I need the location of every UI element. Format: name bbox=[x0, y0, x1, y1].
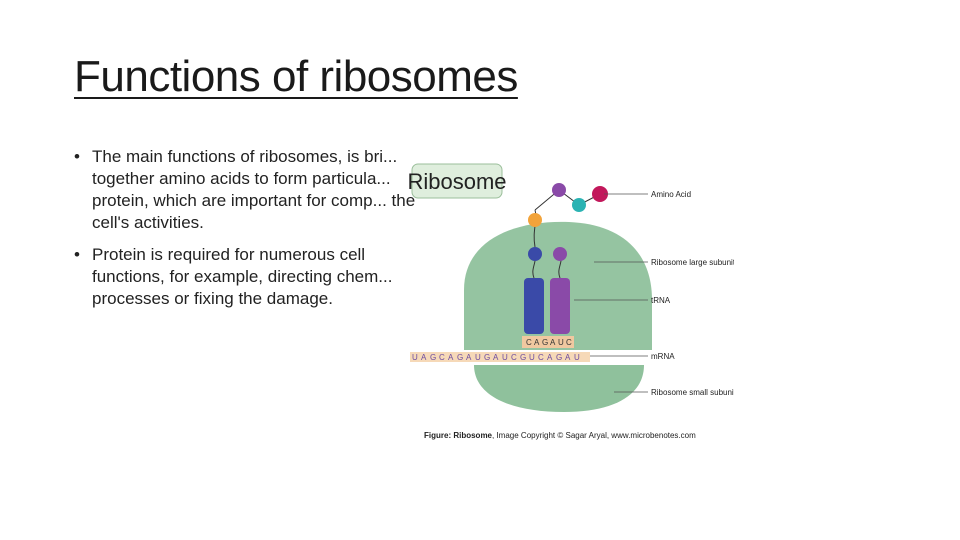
label-amino-acid: Amino Acid bbox=[651, 190, 691, 199]
svg-text:A: A bbox=[493, 353, 499, 362]
svg-text:C: C bbox=[439, 353, 445, 362]
mrna-strand bbox=[410, 352, 590, 362]
svg-text:G: G bbox=[457, 353, 463, 362]
bullet-item: The main functions of ribosomes, is bri.… bbox=[74, 146, 434, 234]
bullet-item: Protein is required for numerous cell fu… bbox=[74, 244, 434, 310]
trna-blue bbox=[524, 278, 544, 334]
svg-text:U: U bbox=[529, 353, 535, 362]
small-subunit-shape bbox=[474, 365, 644, 412]
svg-text:A: A bbox=[565, 353, 571, 362]
slide-title: Functions of ribosomes bbox=[74, 52, 518, 102]
amino-acid-orange bbox=[528, 213, 542, 227]
ribosome-figure: Ribosome C A G A U C U A G C A G A U G A… bbox=[404, 150, 734, 450]
trna-purple-head bbox=[553, 247, 567, 261]
svg-text:C: C bbox=[566, 338, 572, 347]
svg-text:A: A bbox=[547, 353, 553, 362]
svg-text:A: A bbox=[466, 353, 472, 362]
label-mrna: mRNA bbox=[651, 352, 675, 361]
svg-text:G: G bbox=[556, 353, 562, 362]
amino-acid-teal bbox=[572, 198, 586, 212]
svg-text:C: C bbox=[538, 353, 544, 362]
svg-text:C: C bbox=[526, 338, 532, 347]
svg-text:G: G bbox=[520, 353, 526, 362]
svg-text:A: A bbox=[550, 338, 556, 347]
svg-text:A: A bbox=[448, 353, 454, 362]
trna-purple bbox=[550, 278, 570, 334]
svg-text:U: U bbox=[558, 338, 564, 347]
svg-text:U: U bbox=[412, 353, 418, 362]
trna-blue-head bbox=[528, 247, 542, 261]
svg-text:U: U bbox=[475, 353, 481, 362]
amino-acid-purple bbox=[552, 183, 566, 197]
svg-text:G: G bbox=[430, 353, 436, 362]
svg-text:A: A bbox=[421, 353, 427, 362]
label-small-subunit: Ribosome small subunit bbox=[651, 388, 734, 397]
label-large-subunit: Ribosome large subunit bbox=[651, 258, 734, 267]
svg-text:C: C bbox=[511, 353, 517, 362]
svg-text:A: A bbox=[534, 338, 540, 347]
svg-text:G: G bbox=[542, 338, 548, 347]
bullet-list: The main functions of ribosomes, is bri.… bbox=[74, 146, 434, 320]
svg-text:G: G bbox=[484, 353, 490, 362]
svg-text:U: U bbox=[502, 353, 508, 362]
figure-caption: Figure: Ribosome, Image Copyright © Saga… bbox=[424, 431, 696, 440]
ribosome-heading: Ribosome bbox=[407, 169, 506, 194]
svg-text:U: U bbox=[574, 353, 580, 362]
label-trna: tRNA bbox=[651, 296, 671, 305]
